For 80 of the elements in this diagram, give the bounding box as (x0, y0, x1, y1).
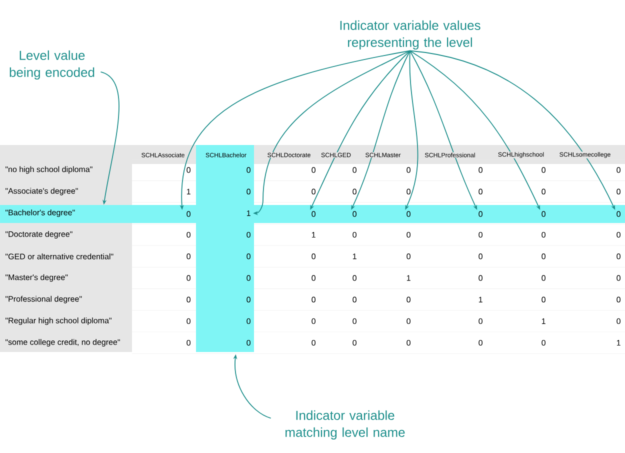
table-value: 0 (616, 254, 620, 260)
table-value: 0 (542, 296, 546, 302)
row-label: "no high school diploma" (6, 166, 92, 174)
highlight-band (0, 205, 625, 223)
table-value: 0 (616, 211, 620, 217)
table-value: 0 (312, 188, 316, 194)
row-label: "some college credit, no degree" (6, 339, 120, 347)
table-value: 0 (478, 318, 482, 324)
table-value: 0 (542, 211, 546, 217)
table-value: 1 (246, 210, 250, 216)
table-value: 1 (616, 340, 620, 346)
table-value: 1 (186, 188, 190, 194)
table-value: 0 (406, 188, 410, 194)
table-value: 0 (246, 275, 250, 281)
table-value: 0 (542, 254, 546, 260)
table-value: 0 (246, 188, 250, 194)
table-value: 0 (616, 296, 620, 302)
table-value: 0 (616, 167, 620, 173)
row-label: "Doctorate degree" (6, 231, 72, 239)
table-value: 0 (352, 340, 356, 346)
table-value: 0 (312, 254, 316, 260)
callout-text: Indicator variable matching level name (286, 410, 405, 440)
table-value: 0 (478, 232, 482, 238)
row-label: "Regular high school diploma" (6, 317, 112, 325)
table-value: 1 (542, 318, 546, 324)
table-value: 0 (406, 340, 410, 346)
table-value: 0 (542, 275, 546, 281)
table-value: 0 (186, 211, 190, 217)
table-value: 0 (406, 296, 410, 302)
table-value: 0 (186, 167, 190, 173)
table-value: 1 (312, 232, 316, 238)
callout-text: Indicator variable values representing the level (340, 20, 480, 50)
row-label: "Professional degree" (6, 296, 82, 304)
table-value: 0 (478, 188, 482, 194)
table-value: 0 (246, 167, 250, 173)
table-value: 0 (542, 232, 546, 238)
table-value: 0 (352, 296, 356, 302)
table-value: 0 (352, 318, 356, 324)
table-value: 0 (352, 232, 356, 238)
table-value: 0 (616, 188, 620, 194)
table-value: 0 (352, 188, 356, 194)
row-label: "Master's degree" (6, 274, 68, 282)
callout-text: Level value being encoded (10, 50, 94, 80)
table-value: 0 (542, 188, 546, 194)
table-value: 0 (312, 167, 316, 173)
table-value: 0 (406, 254, 410, 260)
row-label: "Associate's degree" (6, 188, 78, 196)
table-value: 0 (312, 211, 316, 217)
table-value: 1 (406, 275, 410, 281)
table-value: 0 (478, 254, 482, 260)
table-value: 0 (312, 275, 316, 281)
table-value: 0 (352, 211, 356, 217)
table-value: 1 (352, 254, 356, 260)
table-value: 0 (616, 318, 620, 324)
table-value: 0 (246, 232, 250, 238)
highlight-band (196, 145, 254, 352)
table-value: 0 (406, 318, 410, 324)
table-value: 0 (616, 232, 620, 238)
table-value: 0 (246, 296, 250, 302)
table-value: 0 (616, 275, 620, 281)
table-value: 0 (406, 167, 410, 173)
table-value: 0 (312, 296, 316, 302)
table-value: 0 (406, 232, 410, 238)
table-value: 0 (478, 275, 482, 281)
table-value: 0 (478, 340, 482, 346)
table-value: 0 (478, 167, 482, 173)
table-value: 0 (312, 340, 316, 346)
table-value: 0 (312, 318, 316, 324)
table-value: 0 (352, 275, 356, 281)
table-value: 0 (542, 167, 546, 173)
table-value: 0 (542, 340, 546, 346)
table-value: 0 (246, 340, 250, 346)
row-label: "GED or alternative credential" (6, 253, 114, 260)
table-value: 0 (478, 211, 482, 217)
table-value: 0 (352, 167, 356, 173)
table-value: 0 (246, 318, 250, 324)
table-value: 1 (478, 296, 482, 302)
row-label: "Bachelor's degree" (6, 209, 75, 217)
table-value: 0 (406, 211, 410, 217)
table-value: 0 (246, 254, 250, 260)
